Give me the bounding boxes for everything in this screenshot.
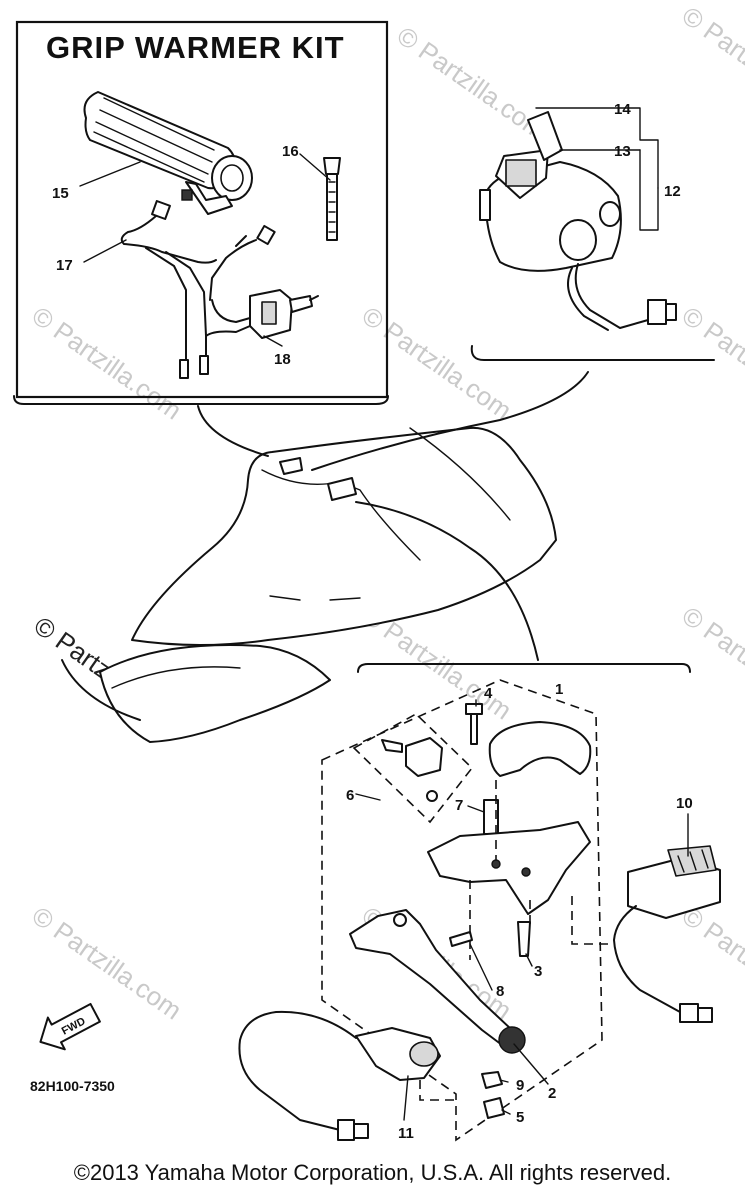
arrow-line: [197, 405, 269, 457]
diagram-code: 82H100-7350: [30, 1078, 115, 1094]
copyright-notice: ©2013 Yamaha Motor Corporation, U.S.A. A…: [73, 1160, 672, 1185]
watermark-text: © Partzilla.com: [27, 900, 188, 1025]
leader-line: [263, 335, 283, 347]
leader-line: [83, 239, 127, 263]
throttle-sensor-11: [238, 1010, 441, 1141]
throttle-lever: [349, 909, 521, 1049]
callout-label: 4: [484, 685, 493, 702]
fwd-arrow: FWD: [39, 1002, 101, 1051]
callout-label: 10: [676, 795, 693, 812]
snowmobile-body: [61, 371, 589, 743]
callout-label: 16: [282, 143, 299, 160]
callout-label: 2: [548, 1085, 556, 1102]
grip-warmer-kit-box: [13, 20, 389, 405]
throttle-cover: [488, 721, 592, 777]
callout-label: 11: [398, 1125, 414, 1142]
callout-label: 3: [534, 963, 542, 980]
leader-line: [299, 153, 331, 181]
callout-label: 13: [614, 143, 631, 160]
lever-ball: [498, 1026, 526, 1054]
throttle-lever-group: [238, 679, 721, 1142]
nut-9: [481, 1071, 503, 1089]
leader-line: [639, 149, 659, 231]
relay-unit-10: [613, 845, 721, 1023]
callout-label: 5: [516, 1109, 524, 1126]
watermark-text: © Partzilla.com: [357, 300, 518, 425]
leader-line: [79, 161, 141, 187]
clamp-piece-6: [381, 737, 443, 802]
watermark-text: © Partzilla.com: [677, 300, 745, 425]
callout-label: 8: [496, 983, 504, 1000]
throttle-housing: [427, 821, 591, 915]
screw-8: [449, 931, 473, 947]
handlebar-switch-assembly: [470, 107, 715, 361]
heated-grip: [83, 91, 253, 215]
callout-label: 6: [346, 787, 354, 804]
nut-5: [483, 1097, 505, 1119]
wire-harness: [120, 200, 276, 379]
callout-label: 9: [516, 1077, 524, 1094]
callout-label: 14: [614, 101, 631, 118]
callout-label: 17: [56, 257, 73, 274]
arrow-line: [355, 501, 539, 661]
callout-label: 12: [664, 183, 681, 200]
warmer-switch: [249, 289, 319, 339]
watermark-text: © Partzilla.com: [677, 600, 745, 725]
bolt-4: [465, 703, 483, 745]
callout-label: 18: [274, 351, 291, 368]
screw-3: [517, 921, 531, 957]
callout-label: 1: [555, 681, 563, 698]
cable-tie: [323, 157, 341, 241]
callout-labels: 1 2 3 4 5 6 7 8 9 10 11 12 13 14 15 16 1…: [52, 101, 693, 1142]
watermark-text: © Partzilla.com: [392, 20, 553, 145]
arrow-line: [311, 371, 589, 471]
group-bracket: [357, 663, 691, 673]
callout-label: 7: [455, 797, 463, 814]
watermark-text: © Partzilla.com: [27, 300, 188, 425]
watermark-text: © Partzilla.com: [677, 0, 745, 125]
kit-title: GRIP WARMER KIT: [46, 30, 345, 65]
leader-line: [535, 107, 659, 189]
callout-label: 15: [52, 185, 69, 202]
